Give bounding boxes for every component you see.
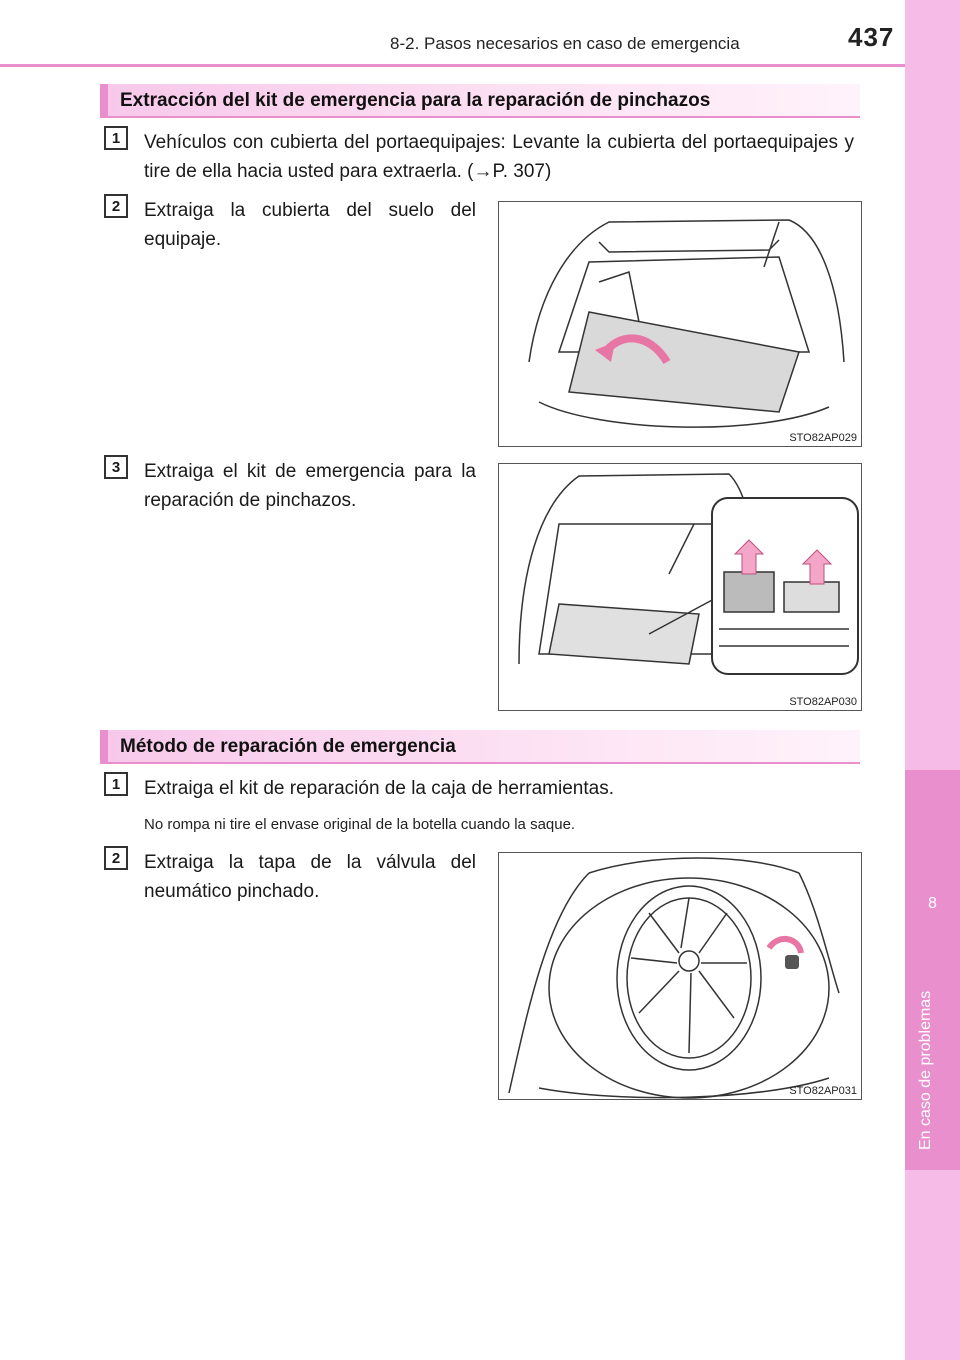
section-heading-text: Extracción del kit de emergencia para la… xyxy=(120,90,711,111)
section-heading-repair-method: Método de reparación de emergencia xyxy=(100,730,860,764)
step-text: Extraiga la tapa de la válvula del neumá… xyxy=(144,852,476,902)
step-note: No rompa ni tire el envase original de l… xyxy=(144,816,576,833)
up-arrow-icon xyxy=(733,539,765,575)
figure-emergency-kit: STO82AP030 xyxy=(498,463,862,711)
chapter-number: 8 xyxy=(928,895,937,912)
step-text: Extraiga la cubierta del suelo del equip… xyxy=(144,200,476,250)
section-heading-text: Método de reparación de emergencia xyxy=(120,736,456,757)
running-header-section: 8-2. Pasos necesarios en caso de emergen… xyxy=(390,34,740,53)
chapter-side-tab-active xyxy=(905,770,960,1170)
header-rule xyxy=(0,64,905,67)
valve-cap-icon xyxy=(785,955,799,969)
arrowhead-icon xyxy=(595,342,615,362)
illustration-kit-location xyxy=(518,473,859,675)
figure-code: STO82AP029 xyxy=(789,432,857,444)
step-text: Extraiga el kit de reparación de la caja… xyxy=(144,778,614,799)
step-badge: 2 xyxy=(104,194,128,218)
figure-code: STO82AP030 xyxy=(789,696,857,708)
section-heading-extraction: Extracción del kit de emergencia para la… xyxy=(100,84,860,118)
rotate-arrow-icon xyxy=(766,936,804,954)
chapter-label: En caso de problemas xyxy=(917,990,934,1150)
chapter-label-container: En caso de problemas xyxy=(905,925,960,1165)
figure-luggage-floor-cover: STO82AP029 xyxy=(498,201,862,447)
figure-valve-cap: STO82AP031 xyxy=(498,852,862,1100)
step-text: Vehículos con cubierta del portaequipaje… xyxy=(144,132,854,182)
step-text: Extraiga el kit de emergencia para la re… xyxy=(144,461,476,511)
illustration-trunk-open xyxy=(528,219,845,428)
up-arrow-icon xyxy=(801,549,833,585)
step-badge: 2 xyxy=(104,846,128,870)
step-badge: 1 xyxy=(104,126,128,150)
figure-code: STO82AP031 xyxy=(789,1085,857,1097)
step-badge: 3 xyxy=(104,455,128,479)
illustration-wheel xyxy=(508,857,840,1099)
page-number: 437 xyxy=(848,22,895,52)
step-badge: 1 xyxy=(104,772,128,796)
